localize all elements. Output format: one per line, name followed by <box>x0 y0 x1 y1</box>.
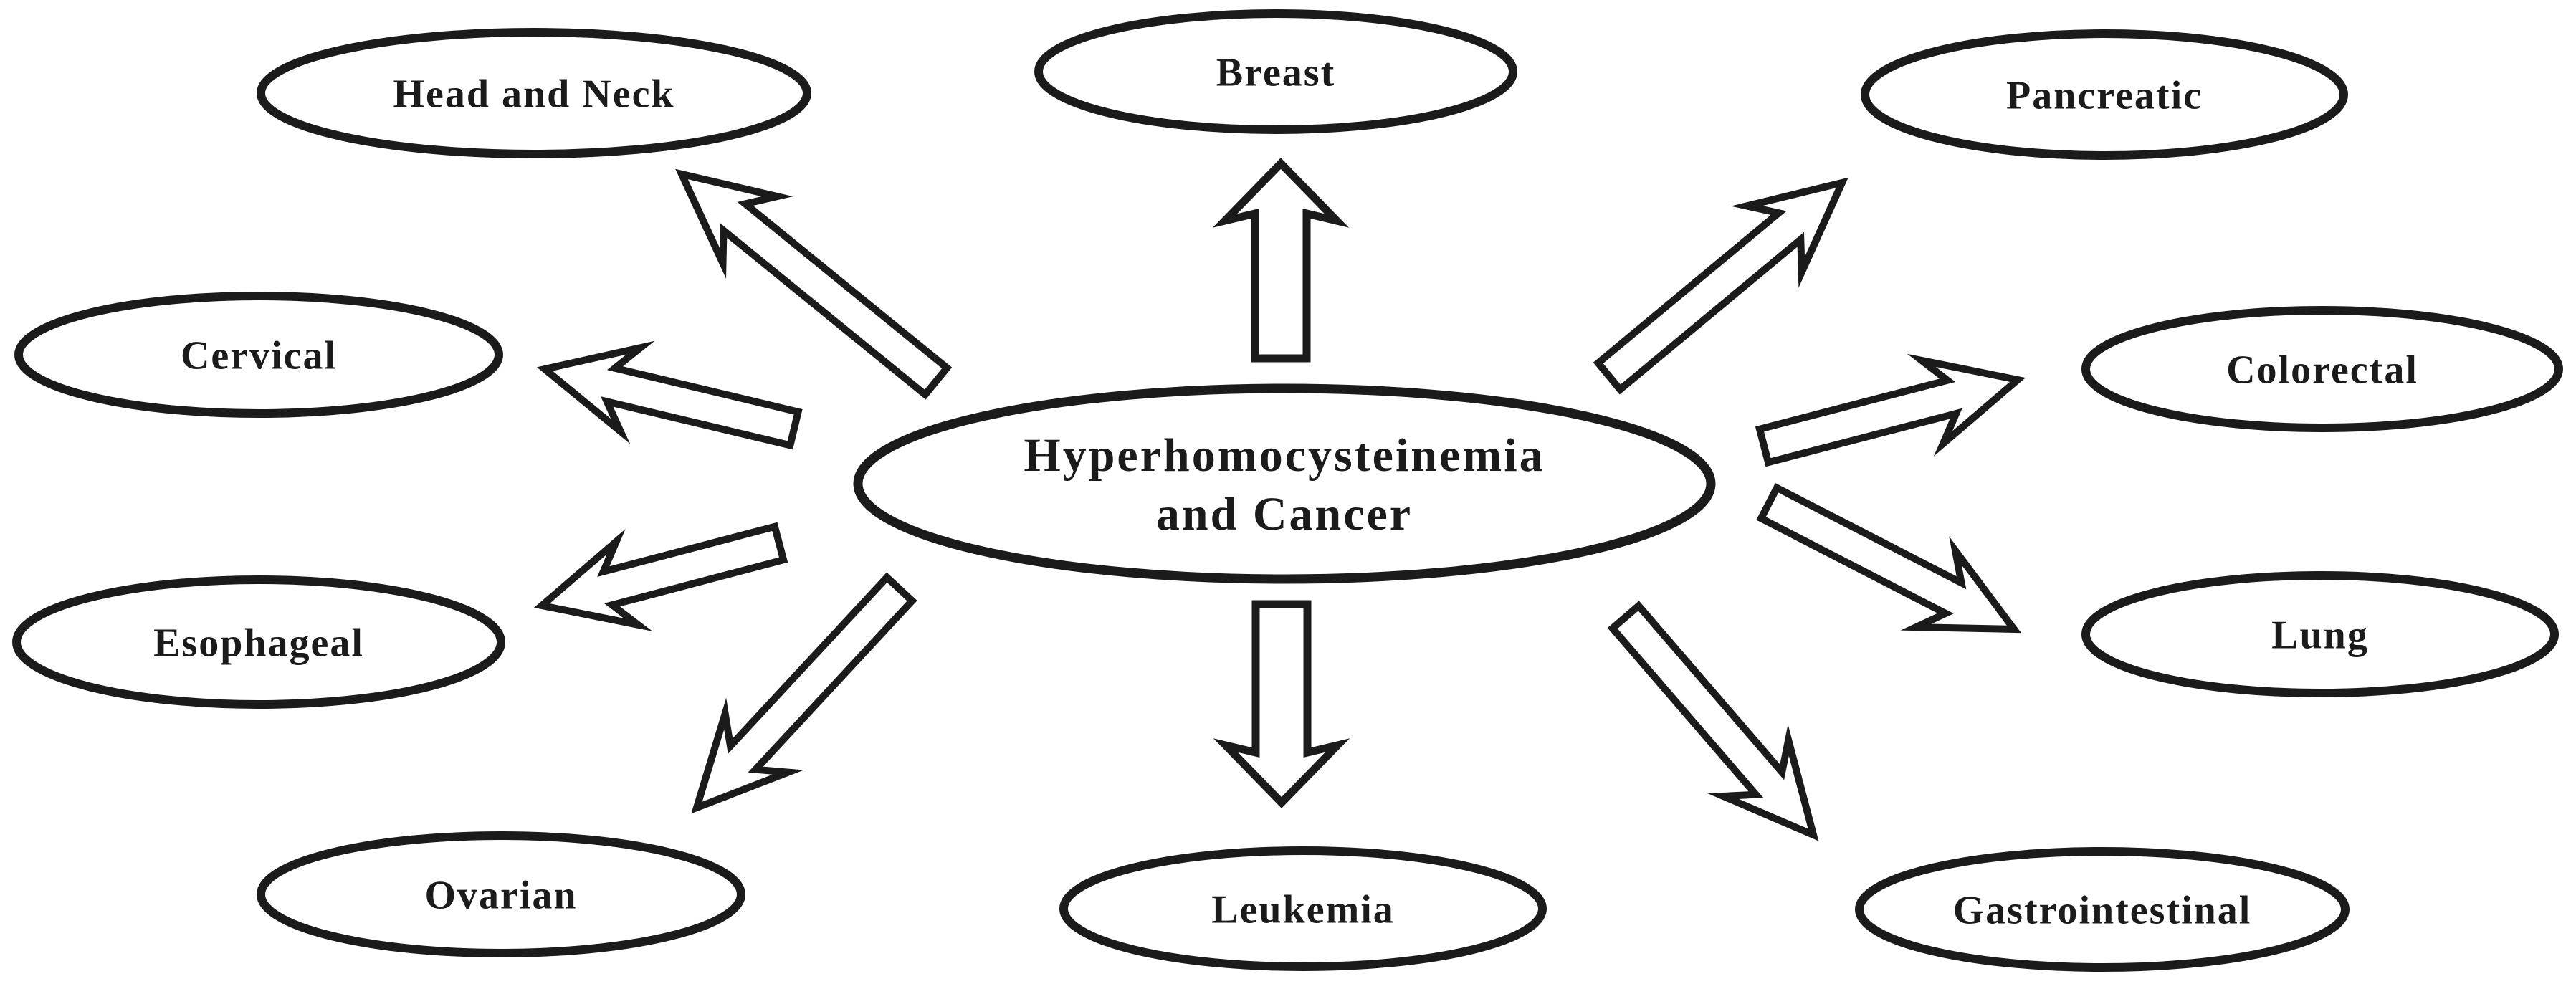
esophageal-label: Esophageal <box>153 621 364 666</box>
arrow-to-esophageal <box>533 522 788 631</box>
diagram-node-pancreatic: Pancreatic <box>1861 29 2348 160</box>
diagram-node-leukemia: Leukemia <box>1059 846 1547 971</box>
arrow-to-head-neck <box>675 168 953 400</box>
lung-ellipse <box>2081 571 2559 697</box>
center-ellipse <box>853 383 1716 584</box>
arrow-to-cervical <box>536 340 803 450</box>
diagram-node-center: Hyperhomocysteinemia and Cancer <box>853 383 1716 584</box>
diagram-node-esophageal: Esophageal <box>12 575 505 709</box>
arrow-to-lung <box>1756 482 2022 634</box>
leukemia-ellipse <box>1059 846 1547 971</box>
breast-ellipse <box>1034 9 1517 134</box>
pancreatic-label: Pancreatic <box>2006 74 2203 118</box>
lung-label: Lung <box>2271 613 2369 658</box>
leukemia-label: Leukemia <box>1211 888 1395 932</box>
diagram-node-colorectal: Colorectal <box>2081 306 2563 432</box>
diagram-node-cervical: Cervical <box>14 292 503 418</box>
center-label-line2: and Cancer <box>1156 488 1413 540</box>
diagram-node-lung: Lung <box>2081 571 2559 697</box>
ovarian-ellipse <box>257 831 745 957</box>
arrow-to-breast <box>1212 158 1350 363</box>
arrows-layer <box>533 158 2026 841</box>
arrow-to-ovarian <box>691 572 917 814</box>
head-neck-label: Head and Neck <box>393 72 674 117</box>
diagram-node-head-neck: Head and Neck <box>257 28 811 158</box>
diagram-node-ovarian: Ovarian <box>257 831 745 957</box>
cervical-ellipse <box>14 292 503 418</box>
center-label-line1: Hyperhomocysteinemia <box>1024 429 1545 482</box>
pancreatic-ellipse <box>1861 29 2348 160</box>
gastrointestinal-ellipse <box>1855 847 2350 972</box>
gastrointestinal-label: Gastrointestinal <box>1953 889 2252 933</box>
ovarian-label: Ovarian <box>424 874 577 918</box>
cervical-label: Cervical <box>181 334 337 378</box>
arrow-to-leukemia <box>1213 600 1350 808</box>
breast-label: Breast <box>1216 51 1336 95</box>
head-neck-ellipse <box>257 28 811 158</box>
colorectal-label: Colorectal <box>2226 348 2418 393</box>
arrow-to-gastrointestinal <box>1607 601 1819 841</box>
arrow-to-colorectal <box>1755 353 2026 467</box>
colorectal-ellipse <box>2081 306 2563 432</box>
arrow-to-pancreatic <box>1593 177 1848 395</box>
diagram-node-gastrointestinal: Gastrointestinal <box>1855 847 2350 972</box>
diagram-node-breast: Breast <box>1034 9 1517 134</box>
esophageal-ellipse <box>12 575 505 709</box>
